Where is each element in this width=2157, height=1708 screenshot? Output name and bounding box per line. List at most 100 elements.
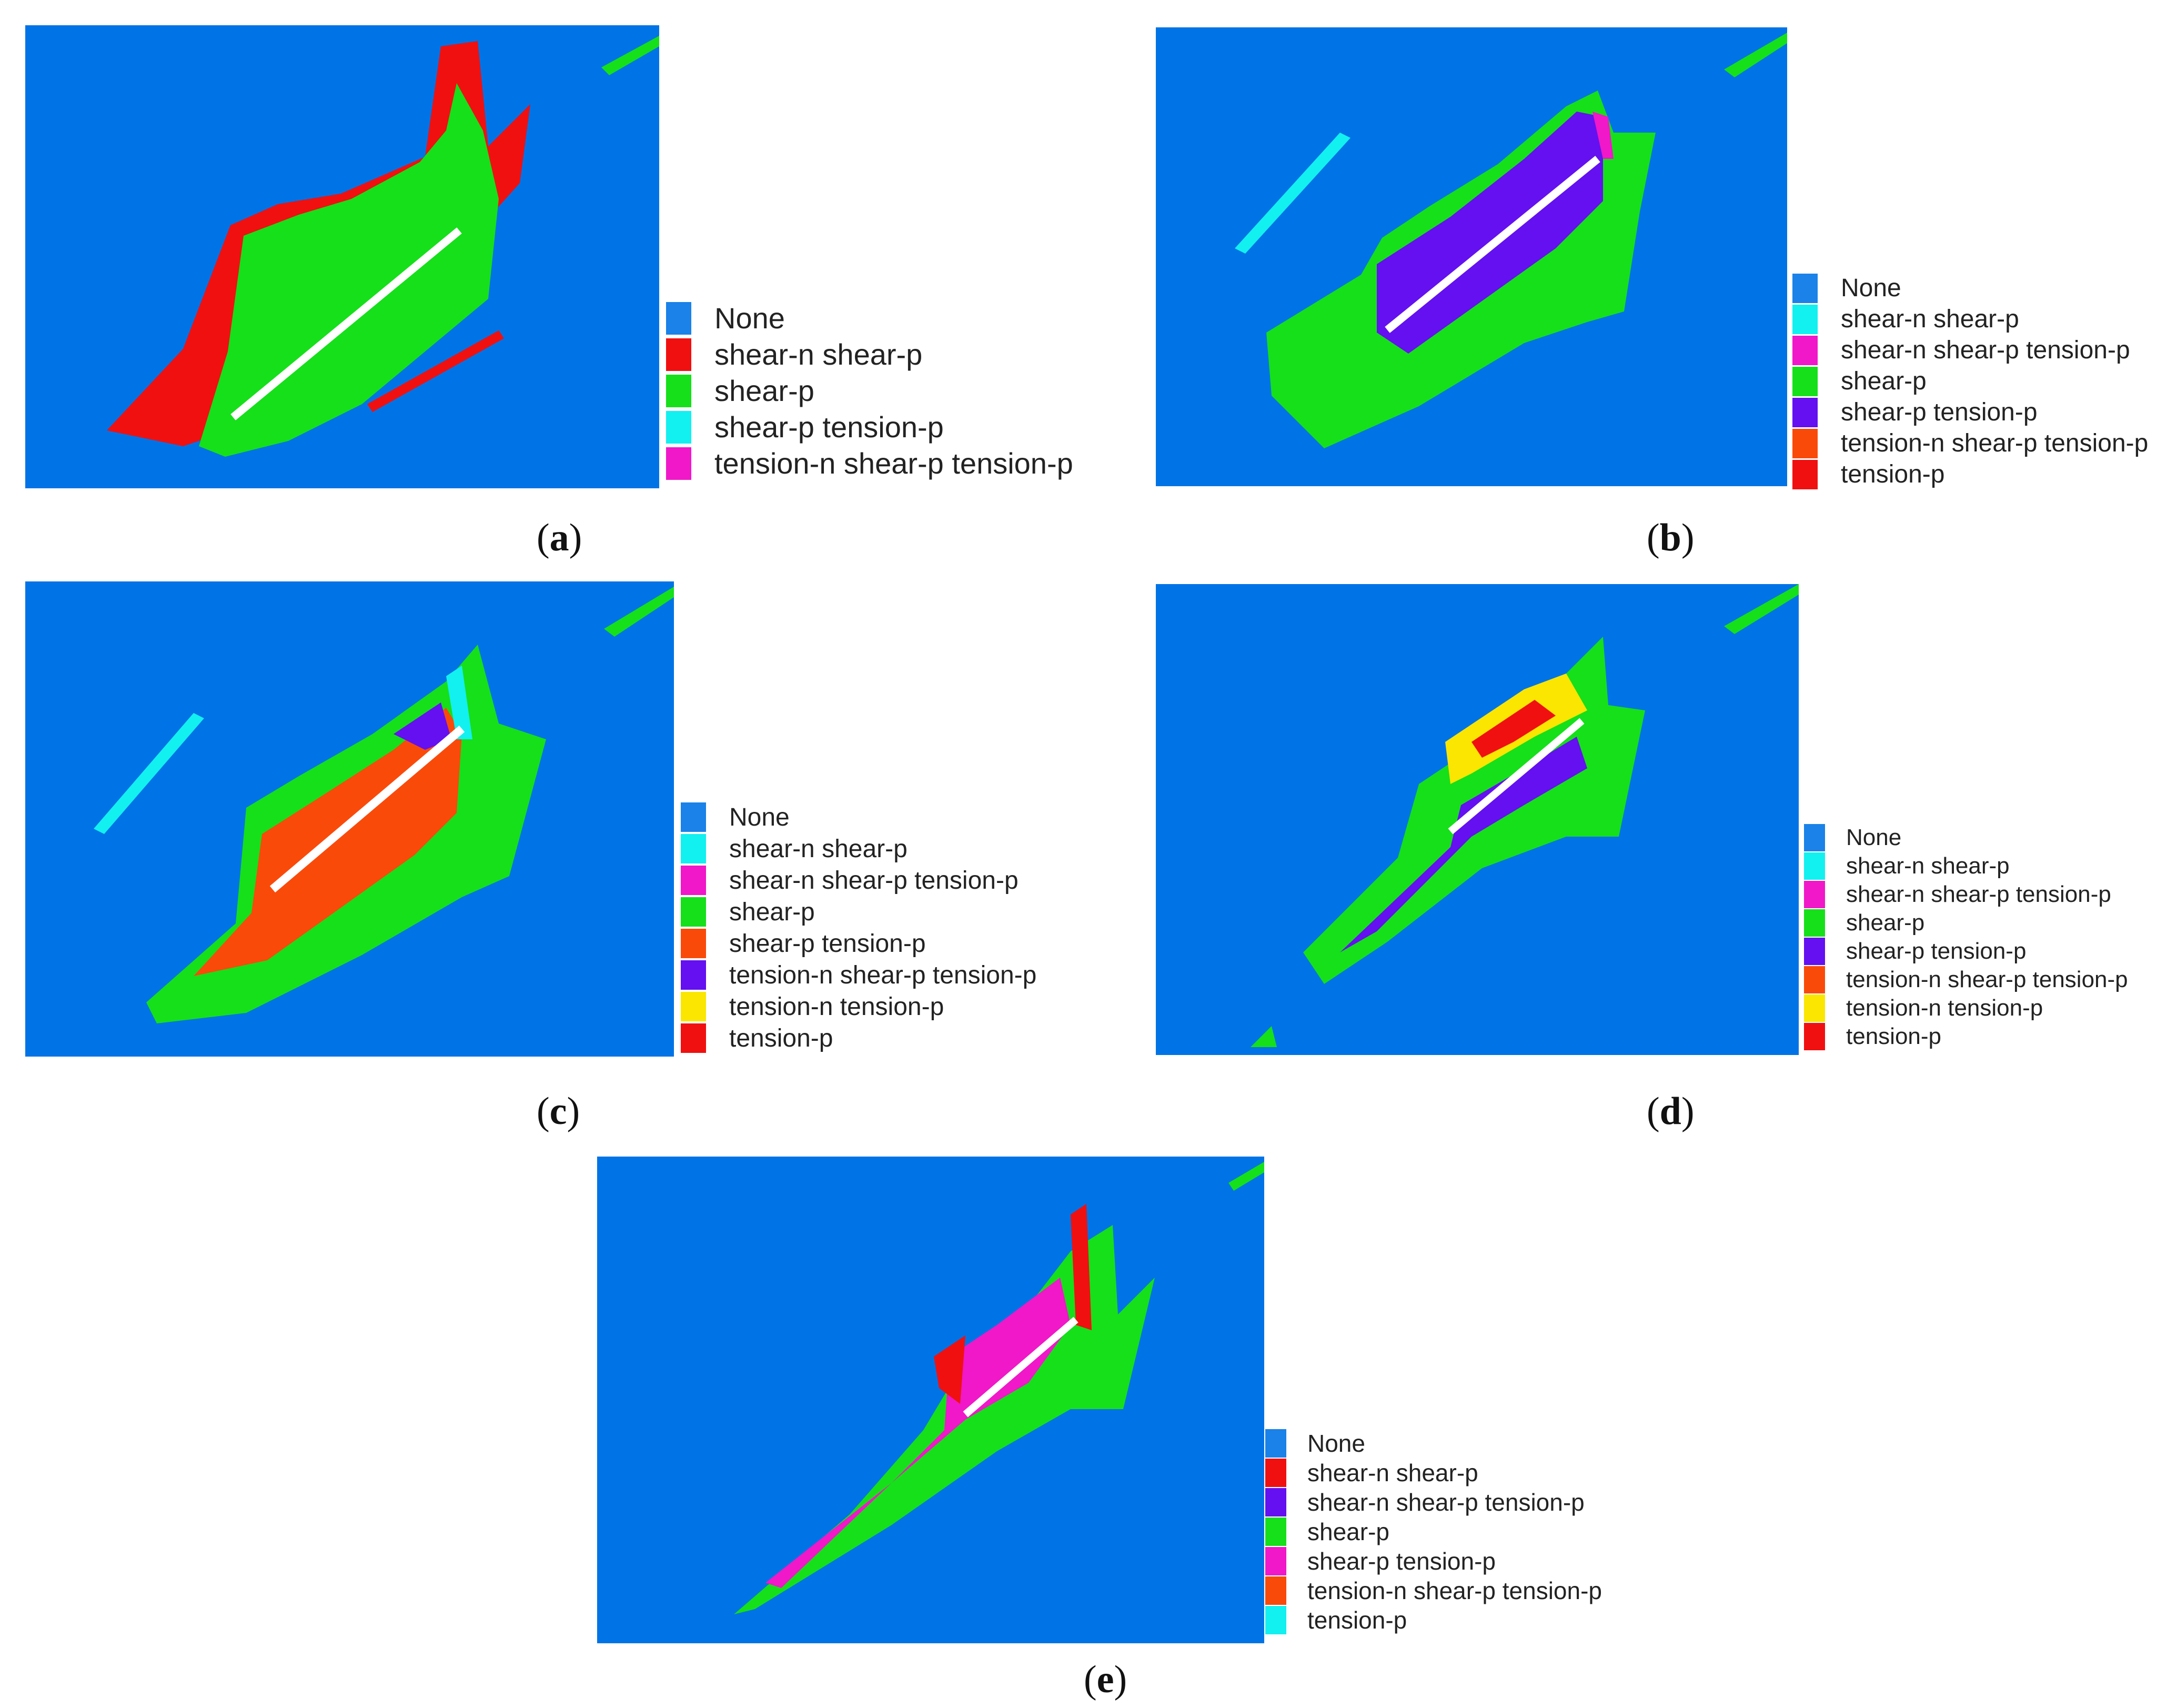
legend-item: shear-p: [1792, 366, 2148, 397]
legend-swatch: [1265, 1518, 1286, 1546]
legend-label: None: [1846, 825, 1902, 850]
plastic-zone-plot-e: [597, 1157, 1264, 1643]
shear-n-shear-p-strip: [94, 713, 204, 834]
legend-label: shear-p: [1846, 910, 1925, 936]
legend-swatch: [681, 929, 706, 958]
legend-label: tension-p: [1846, 1023, 1942, 1049]
legend-item: tension-n shear-p tension-p: [666, 445, 1073, 481]
legend-item: shear-p tension-p: [1265, 1546, 1602, 1576]
legend-item: tension-n tension-p: [681, 991, 1036, 1022]
model-background: [597, 1157, 1264, 1643]
crack-line: [1385, 156, 1600, 333]
legend-item: shear-p: [681, 896, 1036, 928]
legend-item: tension-p: [1804, 1022, 2128, 1051]
legend-swatch: [1792, 335, 1818, 365]
legend-label: tension-n shear-p tension-p: [714, 447, 1073, 480]
legend-label: shear-p: [1841, 367, 1927, 395]
legend-item: shear-p tension-p: [1804, 937, 2128, 966]
legend-swatch: [1265, 1547, 1286, 1575]
legend-item: tension-n shear-p tension-p: [681, 959, 1036, 991]
shear-p-strip: [1228, 1162, 1264, 1191]
legend-swatch: [681, 1023, 706, 1053]
tension-p-zone: [1471, 700, 1556, 758]
legend-swatch: [681, 897, 706, 927]
legend-label: shear-n shear-p: [1846, 853, 2010, 879]
shear-p-tension-p-zone: [1340, 737, 1587, 952]
legend-item: shear-p tension-p: [681, 928, 1036, 959]
legend-swatch: [1265, 1488, 1286, 1516]
crack-line: [269, 725, 465, 893]
crack-line: [230, 227, 462, 420]
legend-label: tension-n tension-p: [729, 992, 944, 1021]
shear-p-strip: [1724, 33, 1787, 77]
plastic-zone-plot-b: [1156, 27, 1787, 486]
shear-n-shear-p-zone: [1071, 1204, 1092, 1330]
caption-c: (c): [537, 1090, 580, 1133]
legend-swatch: [1265, 1576, 1286, 1605]
legend-swatch: [1792, 304, 1818, 334]
legend-label: tension-n shear-p tension-p: [1846, 967, 2128, 992]
legend-swatch: [1804, 881, 1825, 908]
legend-swatch: [1792, 397, 1818, 427]
legend-label: shear-n shear-p tension-p: [1307, 1489, 1585, 1516]
legend-item: None: [1804, 823, 2128, 852]
shear-n-shear-p-strip: [1235, 133, 1350, 254]
shear-n-shear-p-edge: [934, 1335, 965, 1404]
legend-label: shear-p: [1307, 1518, 1389, 1545]
legend-item: shear-n shear-p tension-p: [1804, 880, 2128, 909]
legend-label: shear-p: [729, 898, 815, 926]
legend-label: shear-n shear-p: [714, 338, 923, 371]
shear-n-shear-p-tension-p-zone: [1592, 112, 1614, 159]
legend-label: shear-n shear-p: [1841, 305, 2019, 333]
legend-label: None: [1307, 1430, 1365, 1457]
legend-swatch: [1265, 1606, 1286, 1634]
plastic-zone-plot-d: [1156, 584, 1799, 1055]
legend-label: None: [714, 302, 785, 335]
legend-item: None: [681, 801, 1036, 833]
legend-item: shear-p: [1265, 1517, 1602, 1546]
legend-swatch: [1792, 273, 1818, 303]
shear-n-shear-p-strip: [367, 330, 504, 412]
caption-b: (b): [1647, 516, 1695, 559]
legend-swatch: [681, 802, 706, 832]
plastic-zone-plot-a: [25, 25, 659, 488]
plastic-zone-plot-c: [25, 581, 674, 1057]
legend-swatch: [1265, 1459, 1286, 1487]
legend-swatch: [1804, 966, 1825, 993]
legend-swatch: [666, 374, 691, 407]
legend-item: shear-n shear-p tension-p: [1265, 1488, 1602, 1517]
legend-label: tension-n tension-p: [1846, 995, 2043, 1021]
crack-line: [1448, 718, 1585, 835]
legend-swatch: [681, 960, 706, 990]
legend-swatch: [1792, 459, 1818, 489]
legend-label: shear-p tension-p: [714, 410, 944, 444]
shear-p-zone: [199, 83, 499, 457]
legend-label: tension-n shear-p tension-p: [1841, 429, 2149, 457]
shear-p-tension-p-zone: [765, 1278, 1071, 1588]
legend-item: shear-p: [1804, 909, 2128, 937]
shear-p-strip: [1724, 584, 1799, 634]
legend-item: shear-p: [666, 373, 1073, 409]
caption-d: (d): [1647, 1090, 1695, 1133]
legend-item: tension-p: [1265, 1605, 1602, 1635]
legend-swatch: [1792, 428, 1818, 458]
legend-label: tension-p: [1307, 1606, 1407, 1634]
legend-swatch: [1804, 994, 1825, 1022]
legend-item: shear-p tension-p: [666, 409, 1073, 445]
shear-p-strip: [601, 36, 659, 75]
legend-label: tension-p: [1841, 460, 1945, 488]
legend-swatch: [666, 338, 691, 371]
caption-a: (a): [537, 516, 582, 559]
legend-label: shear-p tension-p: [1841, 398, 2038, 426]
legend-item: tension-p: [681, 1022, 1036, 1054]
legend-label: tension-n shear-p tension-p: [729, 961, 1037, 989]
tension-n-shear-p-tension-p-zone: [394, 702, 451, 750]
legend-label: shear-n shear-p tension-p: [729, 866, 1019, 895]
legend-swatch: [666, 302, 691, 335]
legend-label: tension-n shear-p tension-p: [1307, 1577, 1602, 1604]
